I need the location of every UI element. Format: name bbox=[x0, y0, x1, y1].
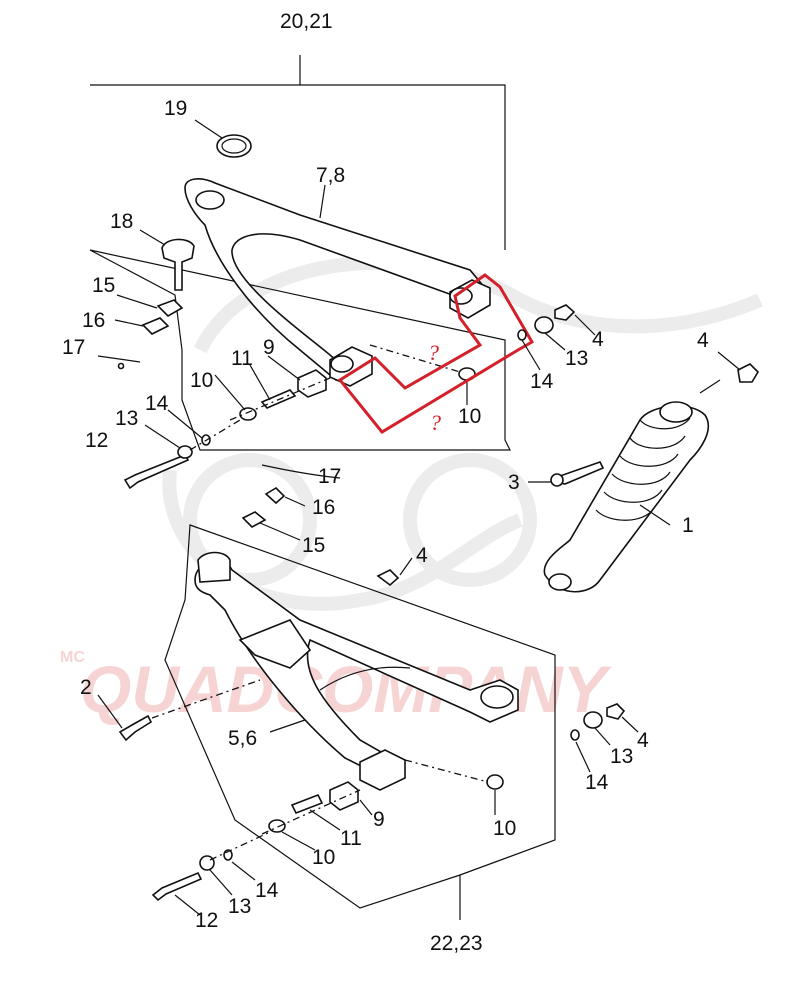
label-4-bottom-right: 4 bbox=[637, 729, 649, 752]
lower-a-arm-shape bbox=[194, 560, 519, 780]
label-11-bottom: 11 bbox=[340, 827, 362, 850]
label-17-mid: 17 bbox=[318, 465, 341, 488]
watermark-prefix: MC bbox=[60, 649, 85, 666]
label-14-right: 14 bbox=[530, 370, 554, 393]
part-12-bolt-shape bbox=[123, 454, 190, 490]
label-22-23: 22,23 bbox=[430, 932, 483, 955]
label-15-top: 15 bbox=[92, 274, 115, 297]
label-16-mid: 16 bbox=[312, 496, 335, 519]
label-17-top: 17 bbox=[62, 336, 85, 359]
label-18: 18 bbox=[110, 210, 133, 233]
label-11-top: 11 bbox=[231, 347, 253, 370]
label-14-top: 14 bbox=[145, 392, 169, 415]
watermark: QUADCOMPANY MC bbox=[60, 255, 763, 726]
label-14-bottom-right: 14 bbox=[585, 771, 609, 794]
label-15-mid: 15 bbox=[302, 534, 325, 557]
label-20-21: 20,21 bbox=[280, 10, 333, 33]
label-10-top-right: 10 bbox=[458, 405, 481, 428]
watermark-text: QUADCOMPANY bbox=[80, 652, 612, 726]
label-16-top: 16 bbox=[82, 309, 105, 332]
part-1-shock-shape bbox=[543, 405, 710, 593]
upper-a-arm-shape bbox=[184, 178, 487, 382]
label-7-8: 7,8 bbox=[316, 164, 345, 187]
label-13-top: 13 bbox=[115, 407, 138, 430]
label-4-mid: 4 bbox=[416, 544, 428, 567]
shock-absorber bbox=[517, 304, 760, 593]
label-14-bottom: 14 bbox=[255, 879, 279, 902]
label-10-bottom-left: 10 bbox=[312, 846, 335, 869]
label-10-top-left: 10 bbox=[190, 369, 213, 392]
label-12-top: 12 bbox=[85, 429, 108, 452]
label-3: 3 bbox=[508, 471, 520, 494]
labels: 20,21 19 7,8 18 15 16 17 9 11 10 10 14 1… bbox=[62, 10, 709, 955]
label-13-bottom: 13 bbox=[228, 895, 251, 918]
red-highlight: ? ? bbox=[337, 273, 535, 435]
label-5-6: 5,6 bbox=[228, 727, 257, 750]
lower-arm-group bbox=[97, 524, 639, 920]
label-12-bottom: 12 bbox=[195, 909, 218, 932]
label-1: 1 bbox=[682, 514, 694, 537]
label-13-bottom-right: 13 bbox=[610, 745, 633, 768]
label-13-right: 13 bbox=[565, 347, 588, 370]
label-10-bottom-right: 10 bbox=[493, 817, 516, 840]
question-mark-b: ? bbox=[430, 410, 441, 435]
middle-parts bbox=[241, 464, 413, 587]
part-18-ball-joint-shape bbox=[161, 238, 195, 291]
label-4-right-upper: 4 bbox=[592, 328, 604, 351]
label-2: 2 bbox=[80, 676, 92, 699]
label-19: 19 bbox=[164, 97, 187, 120]
question-mark-a: ? bbox=[428, 340, 439, 365]
label-4-shock: 4 bbox=[697, 329, 709, 352]
upper-arm-group bbox=[89, 55, 511, 490]
label-9-bottom: 9 bbox=[373, 808, 385, 831]
label-9-top: 9 bbox=[263, 336, 275, 359]
